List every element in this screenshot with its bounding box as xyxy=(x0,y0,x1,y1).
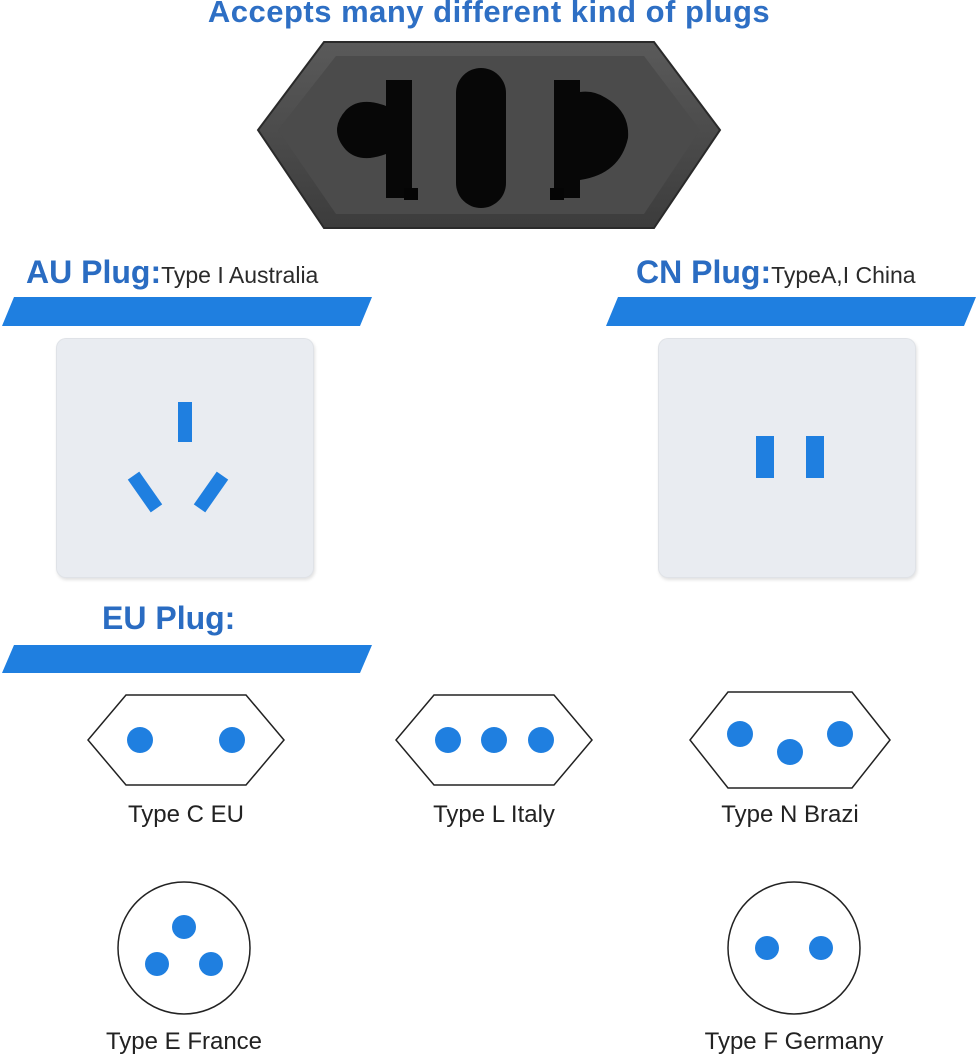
type-c-plug-icon xyxy=(87,694,285,786)
au-plug-title: AU Plug: xyxy=(26,254,162,290)
universal-socket-icon xyxy=(256,41,722,229)
type-l-label: Type L Italy xyxy=(433,801,555,828)
eu-plug-heading: EU Plug: xyxy=(102,600,236,636)
cn-plug-heading: CN Plug:TypeA,I China xyxy=(636,254,916,291)
type-a-socket-icon xyxy=(756,436,824,478)
au-plug-subtitle: Type I Australia xyxy=(161,262,319,288)
cn-socket-tile xyxy=(658,338,916,578)
type-e-plug-icon xyxy=(117,881,251,1015)
page-title: Accepts many different kind of plugs xyxy=(207,0,771,29)
type-c-label: Type C EU xyxy=(127,801,245,828)
type-f-label: Type F Germany xyxy=(704,1028,884,1055)
cn-plug-title: CN Plug: xyxy=(636,254,772,290)
au-heading-bar xyxy=(2,297,372,326)
type-n-label: Type N Brazi xyxy=(721,801,859,828)
au-plug-heading: AU Plug:Type I Australia xyxy=(26,254,318,291)
type-i-socket-icon xyxy=(127,402,229,513)
eu-heading-bar xyxy=(2,645,372,673)
cn-heading-bar xyxy=(606,297,976,326)
type-l-plug-icon xyxy=(395,694,593,786)
cn-plug-subtitle: TypeA,I China xyxy=(771,262,916,288)
type-f-plug-icon xyxy=(727,881,861,1015)
type-e-label: Type E France xyxy=(105,1028,263,1055)
au-socket-tile xyxy=(56,338,314,578)
type-n-plug-icon xyxy=(689,691,891,789)
